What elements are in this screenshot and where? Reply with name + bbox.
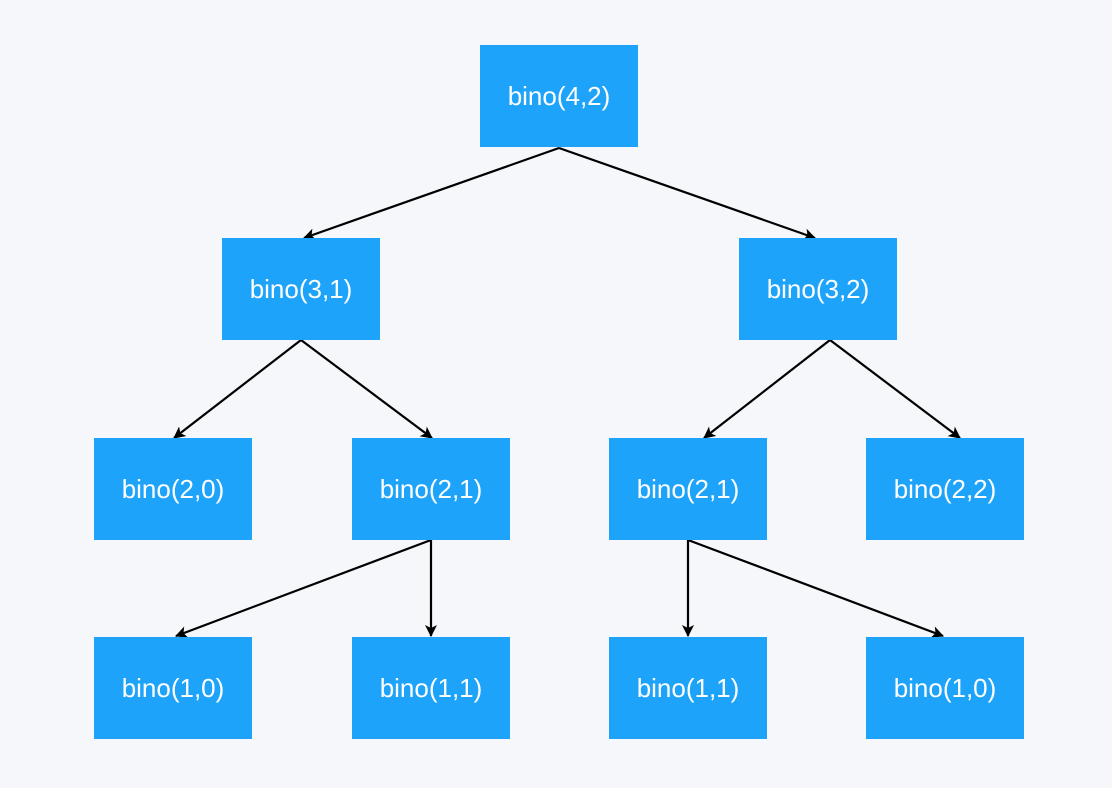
node-bino-2-2: bino(2,2) (866, 438, 1024, 540)
node-bino-1-1-right: bino(1,1) (609, 637, 767, 739)
node-bino-3-2: bino(3,2) (739, 238, 897, 340)
edge-n1-n3 (173, 339, 302, 439)
node-bino-3-1: bino(3,1) (222, 238, 380, 340)
node-bino-2-0: bino(2,0) (94, 438, 252, 540)
edge-n5-n10 (687, 538, 944, 638)
node-bino-2-1-left: bino(2,1) (352, 438, 510, 540)
node-bino-1-0-left: bino(1,0) (94, 637, 252, 739)
node-bino-1-1-left: bino(1,1) (352, 637, 510, 739)
node-bino-1-0-right: bino(1,0) (866, 637, 1024, 739)
edge-n1-n4 (300, 339, 433, 439)
edge-n0-n2 (558, 146, 816, 241)
edge-n4-n7 (175, 538, 432, 638)
edge-n0-n1 (303, 146, 560, 240)
edge-n2-n6 (829, 339, 961, 439)
edge-n2-n5 (703, 339, 831, 439)
node-bino-2-1-right: bino(2,1) (609, 438, 767, 540)
node-bino-4-2: bino(4,2) (480, 45, 638, 147)
